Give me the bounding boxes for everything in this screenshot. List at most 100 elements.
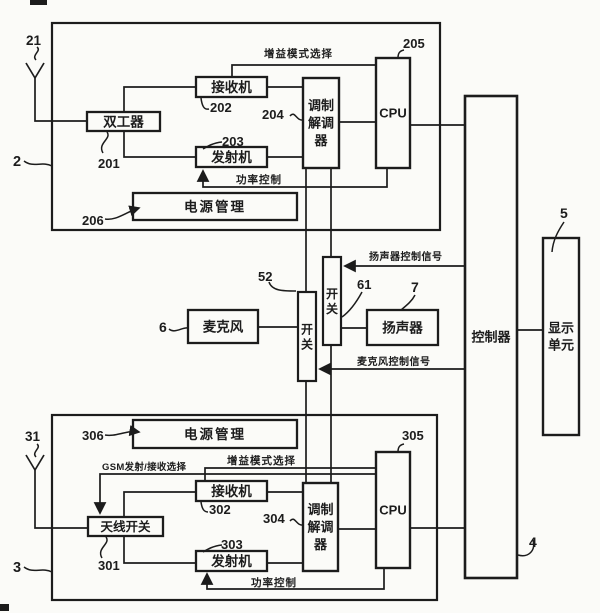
gsm-select-line	[93, 473, 376, 515]
antswitch-to-receiver	[123, 491, 196, 517]
antenna-31-feed	[34, 470, 88, 529]
display-unit-5-label: 显示	[548, 321, 574, 336]
ref-306: 306	[82, 428, 104, 443]
leader-302	[200, 501, 209, 513]
ref-61: 61	[357, 277, 371, 292]
display-unit-5-box	[541, 236, 581, 437]
leader-3	[23, 566, 53, 573]
switch-61-label: 关	[326, 301, 338, 316]
power-control-label-top: 功率控制	[236, 173, 282, 186]
antenna-21-v-right	[34, 62, 45, 79]
leader-203	[202, 141, 223, 150]
switch-52-box	[296, 290, 318, 383]
antswitch-to-transmitter	[123, 536, 196, 564]
modem-204-label: 调制	[308, 98, 334, 113]
ref-6: 6	[159, 319, 167, 335]
gsm-module-2-outline-box	[50, 21, 442, 232]
antenna-switch-301-label: 天线开关	[100, 519, 151, 534]
antenna-21-feed	[34, 78, 87, 122]
ref-204: 204	[262, 107, 284, 122]
gain-mode-label-bottom: 增益模式选择	[227, 454, 296, 467]
display-unit-5-label: 单元	[548, 338, 574, 353]
speaker-7-label: 扬声器	[382, 319, 423, 335]
modem-304-label: 解调	[306, 520, 333, 535]
ref-52: 52	[258, 269, 272, 284]
leader-31	[34, 443, 39, 458]
ref-206: 206	[82, 213, 104, 228]
modem-304-label: 调制	[307, 502, 333, 517]
leader-204	[289, 113, 304, 121]
antenna-31-v-left	[25, 454, 36, 471]
scan-artifact	[0, 604, 9, 611]
antenna-21-v-left	[25, 62, 36, 79]
speaker-7-box	[365, 308, 440, 347]
receiver-302-label: 接收机	[211, 483, 252, 499]
mic-control-label: 麦克风控制信号	[357, 355, 431, 368]
leader-2	[23, 160, 53, 167]
ref-21: 21	[26, 33, 42, 48]
switch-61-box	[321, 255, 343, 347]
modem-204-label: 解调	[307, 116, 334, 131]
transmitter-203-label: 发射机	[210, 149, 252, 165]
leader-303	[202, 544, 223, 553]
gain-mode-line-top	[231, 64, 376, 77]
receiver-202-label: 接收机	[211, 79, 252, 95]
ref-5: 5	[560, 205, 568, 221]
power-control-line-bottom	[200, 568, 385, 590]
cpu-305-box	[374, 450, 412, 570]
microphone-6-label: 麦克风	[203, 318, 244, 334]
leader-21	[34, 46, 39, 61]
ref-301: 301	[98, 558, 120, 573]
ref-205: 205	[403, 36, 425, 51]
leader-6	[168, 327, 189, 332]
transmitter-303-label: 发射机	[210, 553, 252, 569]
leader-202	[200, 97, 210, 110]
power-mgmt-306-label: 电源管理	[184, 426, 246, 442]
switch-52-label: 关	[301, 336, 313, 351]
modem-204-box	[301, 76, 341, 170]
leader-52	[268, 281, 297, 292]
leader-4	[517, 539, 535, 557]
modem-204-label: 器	[313, 133, 328, 148]
cpu-305-label: CPU	[379, 503, 406, 518]
ref-304: 304	[263, 511, 285, 526]
speaker-control-label: 扬声器控制信号	[369, 250, 443, 263]
controller-4-box	[463, 94, 519, 580]
ref-201: 201	[98, 156, 120, 171]
ref-31: 31	[25, 429, 41, 444]
ref-7: 7	[411, 279, 419, 295]
duplexer-to-transmitter	[123, 131, 196, 158]
power-mgmt-206-label: 电源管理	[184, 198, 246, 214]
ref-2: 2	[13, 154, 21, 170]
ref-3: 3	[13, 560, 21, 576]
cpu-205-label: CPU	[379, 106, 406, 121]
controller-4-label: 控制器	[471, 330, 511, 345]
leader-205	[397, 49, 405, 59]
module-3-outline-box	[50, 413, 439, 602]
receiver-302-box	[194, 479, 269, 503]
ref-302: 302	[209, 502, 231, 517]
leader-7	[400, 294, 416, 311]
ref-4: 4	[529, 534, 537, 550]
transmitter-303-box	[194, 549, 269, 573]
scan-artifact	[30, 0, 47, 5]
ref-203: 203	[222, 134, 244, 149]
duplexer-to-receiver	[123, 86, 196, 112]
power-control-line-top	[196, 168, 388, 188]
leader-301	[99, 536, 108, 559]
gain-mode-line-bottom	[204, 467, 376, 481]
power-mgmt-206-box	[131, 191, 299, 222]
antenna-switch-301-box	[86, 515, 165, 538]
ref-202: 202	[210, 100, 232, 115]
leader-201	[100, 131, 109, 154]
switch-61-label: 开	[326, 287, 338, 301]
modem-304-box	[301, 481, 340, 573]
leader-61	[341, 291, 363, 318]
gain-mode-label-top: 增益模式选择	[264, 47, 333, 60]
duplexer-201-label: 双工器	[103, 114, 144, 129]
modem-304-label: 器	[313, 537, 328, 552]
leader-305	[397, 443, 405, 453]
power-control-label-bottom: 功率控制	[251, 576, 297, 589]
leader-306	[104, 424, 141, 437]
